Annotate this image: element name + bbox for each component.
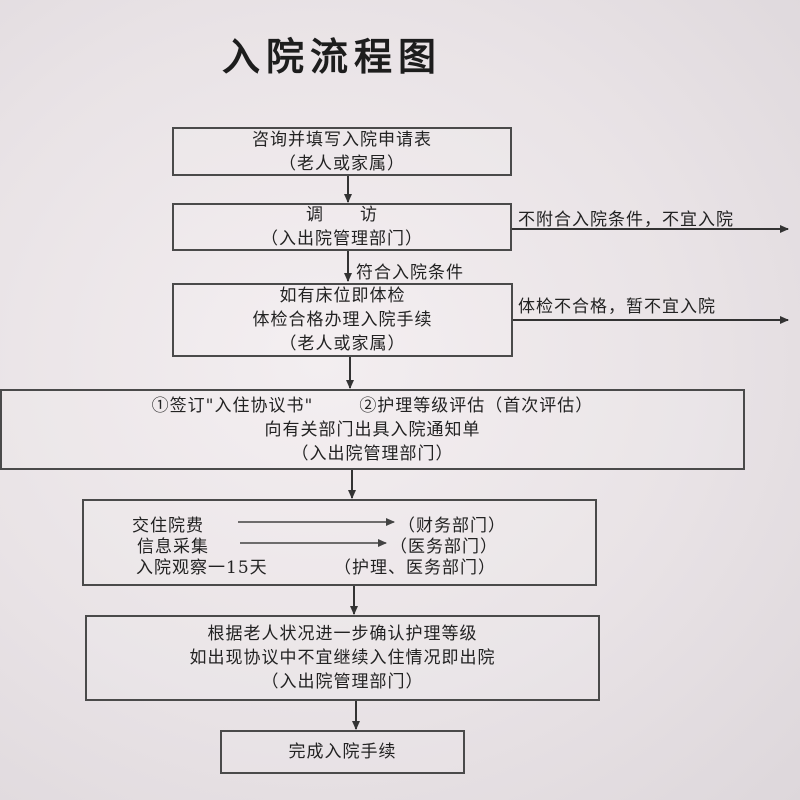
step-complete: 完成入院手续	[220, 730, 465, 774]
task-info-dept: （医务部门）	[390, 537, 498, 557]
branch-label-checkup-failed: 体检不合格，暂不宜入院	[518, 297, 716, 317]
step-complete-line1: 完成入院手续	[288, 742, 397, 762]
step-checkup-line2: 体检合格办理入院手续	[252, 310, 433, 330]
step-application-line2: （老人或家属）	[279, 153, 405, 174]
step-confirm-level-line3: （入出院管理部门）	[261, 672, 424, 692]
step-checkup-line1: 如有床位即体检	[279, 286, 406, 306]
branch-label-not-eligible: 不附合入院条件，不宜入院	[518, 210, 734, 230]
step-application: 咨询并填写入院申请表 （老人或家属）	[172, 127, 512, 176]
step-agreement: ①签订"入住协议书" ②护理等级评估（首次评估） 向有关部门出具入院通知单 （入…	[0, 389, 745, 470]
task-fee-label: 交住院费	[132, 516, 204, 536]
step-agreement-line3: （入出院管理部门）	[291, 443, 454, 464]
task-fee-dept: （财务部门）	[398, 516, 506, 536]
task-observe-label: 入院观察一15天	[136, 558, 268, 578]
step-agreement-line2: 向有关部门出具入院通知单	[264, 419, 481, 440]
step-application-line1: 咨询并填写入院申请表	[252, 129, 432, 150]
step-agreement-item2: ②护理等级评估（首次评估）	[359, 395, 594, 416]
task-observe-dept: （护理、医务部门）	[334, 558, 496, 578]
page-title: 入院流程图	[222, 34, 443, 79]
step-agreement-item1: ①签订"入住协议书"	[151, 395, 314, 416]
step-admission-tasks	[82, 499, 597, 586]
step-visit-line2: （入出院管理部门）	[261, 229, 423, 249]
step-checkup: 如有床位即体检 体检合格办理入院手续 （老人或家属）	[172, 283, 513, 357]
step-agreement-items: ①签订"入住协议书" ②护理等级评估（首次评估）	[152, 394, 594, 418]
step-visit: 调 访 （入出院管理部门）	[172, 203, 512, 251]
step-confirm-level-line2: 如出现协议中不宜继续入住情况即出院	[189, 648, 496, 668]
step-checkup-line3: （老人或家属）	[279, 334, 406, 354]
step-confirm-level: 根据老人状况进一步确认护理等级 如出现协议中不宜继续入住情况即出院 （入出院管理…	[85, 615, 600, 701]
step-confirm-level-line1: 根据老人状况进一步确认护理等级	[207, 624, 478, 644]
step-visit-line1: 调 访	[306, 205, 378, 225]
label-condition-met: 符合入院条件	[356, 263, 464, 283]
task-info-label: 信息采集	[137, 537, 209, 557]
